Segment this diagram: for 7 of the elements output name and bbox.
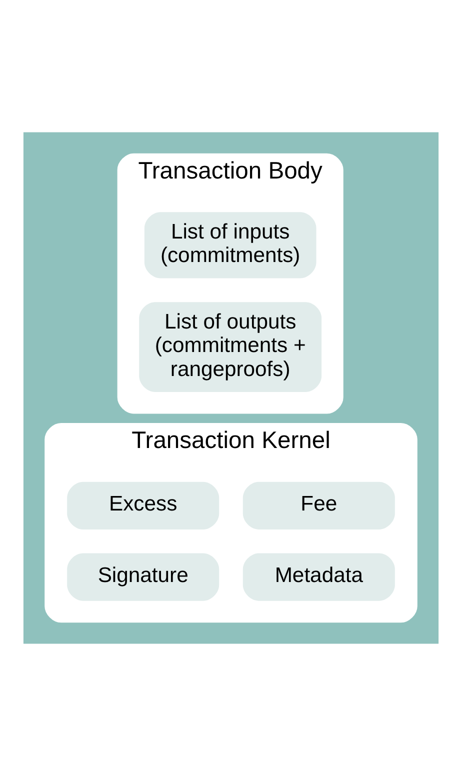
cluster <box>23 132 439 644</box>
node-box: List of inputs (commitments) <box>144 212 316 278</box>
node-box: Signature <box>67 553 220 601</box>
node-box: List of outputs (commitments + rangeproofs) <box>139 302 322 392</box>
node-box: Fee <box>242 482 395 530</box>
node-box: Excess <box>67 482 220 530</box>
node-box: Metadata <box>242 553 395 601</box>
